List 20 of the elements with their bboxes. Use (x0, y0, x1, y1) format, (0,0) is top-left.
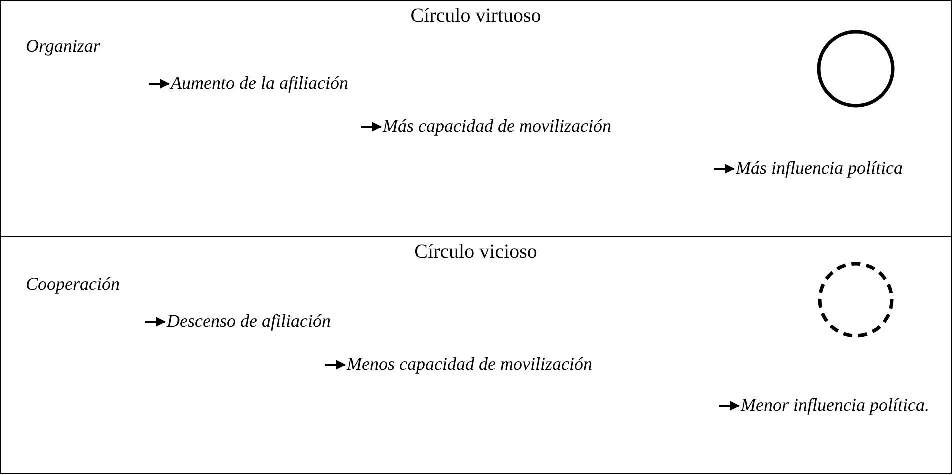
step-text: Más influencia política (736, 156, 903, 180)
arrow (714, 164, 735, 174)
step-text: Organizar (26, 34, 100, 58)
step-text: Aumento de la afiliación (171, 71, 348, 95)
arrow (325, 360, 346, 370)
circle-drawing (817, 261, 895, 339)
arrow (719, 401, 740, 411)
arrow (361, 122, 382, 132)
panel (0, 0, 952, 237)
step-text: Menor influencia política. (741, 393, 930, 417)
panel (0, 236, 952, 474)
step-text: Cooperación (26, 272, 120, 296)
arrow (149, 79, 170, 89)
panel-title: Círculo virtuoso (410, 4, 542, 29)
step-text: Descenso de afiliación (167, 309, 331, 333)
panel-title: Círculo vicioso (414, 240, 538, 265)
step-text: Más capacidad de movilización (383, 114, 612, 138)
arrow (145, 317, 166, 327)
step-text: Menos capacidad de movilización (347, 352, 592, 376)
circle-drawing (816, 29, 896, 109)
